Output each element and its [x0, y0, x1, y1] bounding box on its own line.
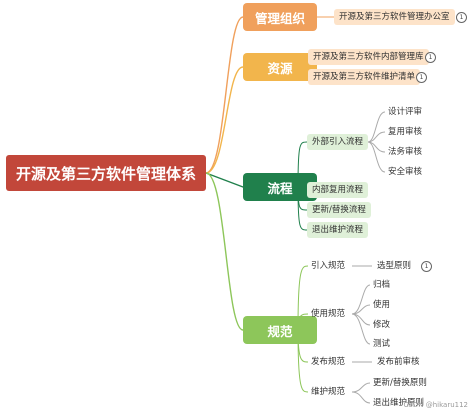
connector-root-resources	[205, 66, 244, 174]
node-intro-spec[interactable]: 引入规范	[311, 261, 346, 271]
collapsed-count-badge[interactable]: 1	[456, 12, 467, 23]
node-internal-reuse-process[interactable]: 内部复用流程	[307, 182, 369, 198]
connector-root-process	[205, 172, 244, 188]
node-spec[interactable]: 规范	[243, 316, 317, 344]
node-security-review[interactable]: 安全审核	[388, 167, 423, 177]
node-oss-office[interactable]: 开源及第三方软件管理办公室	[334, 9, 455, 25]
node-release-spec[interactable]: 发布规范	[311, 357, 346, 367]
collapsed-count-badge[interactable]: 1	[421, 261, 432, 272]
node-legal-review[interactable]: 法务审核	[388, 147, 423, 157]
node-design-review[interactable]: 设计评审	[388, 107, 423, 117]
node-archive[interactable]: 归档	[373, 280, 391, 290]
node-update-replace-principle[interactable]: 更新/替换原则	[373, 378, 427, 388]
node-external-intro-process[interactable]: 外部引入流程	[307, 134, 369, 150]
node-process[interactable]: 流程	[243, 173, 317, 201]
node-use[interactable]: 使用	[373, 300, 391, 310]
connector-root-spec	[205, 172, 244, 331]
node-exit-maintenance-principle[interactable]: 退出维护原则	[373, 398, 425, 408]
node-internal-library[interactable]: 开源及第三方软件内部管理库	[308, 49, 429, 65]
node-exit-maintenance-process[interactable]: 退出维护流程	[307, 222, 369, 238]
node-test[interactable]: 测试	[373, 339, 391, 349]
node-usage-spec[interactable]: 使用规范	[311, 309, 346, 319]
node-maintenance-spec[interactable]: 维护规范	[311, 387, 346, 397]
collapsed-count-badge[interactable]: 1	[416, 72, 427, 83]
node-modify[interactable]: 修改	[373, 320, 391, 330]
node-management-org[interactable]: 管理组织	[243, 3, 317, 31]
node-selection-principle[interactable]: 选型原则	[377, 261, 412, 271]
root-node[interactable]: 开源及第三方软件管理体系	[6, 155, 206, 191]
node-maintenance-list[interactable]: 开源及第三方软件维护清单	[308, 69, 421, 85]
node-prerelease-review[interactable]: 发布前审核	[377, 357, 420, 367]
node-update-replace-process[interactable]: 更新/替换流程	[307, 202, 371, 218]
collapsed-count-badge[interactable]: 1	[425, 52, 436, 63]
watermark: CSDN @hikaru112	[403, 401, 468, 409]
connector-root-org	[205, 16, 244, 174]
node-reuse-review[interactable]: 复用审核	[388, 127, 423, 137]
node-resources[interactable]: 资源	[243, 53, 317, 81]
